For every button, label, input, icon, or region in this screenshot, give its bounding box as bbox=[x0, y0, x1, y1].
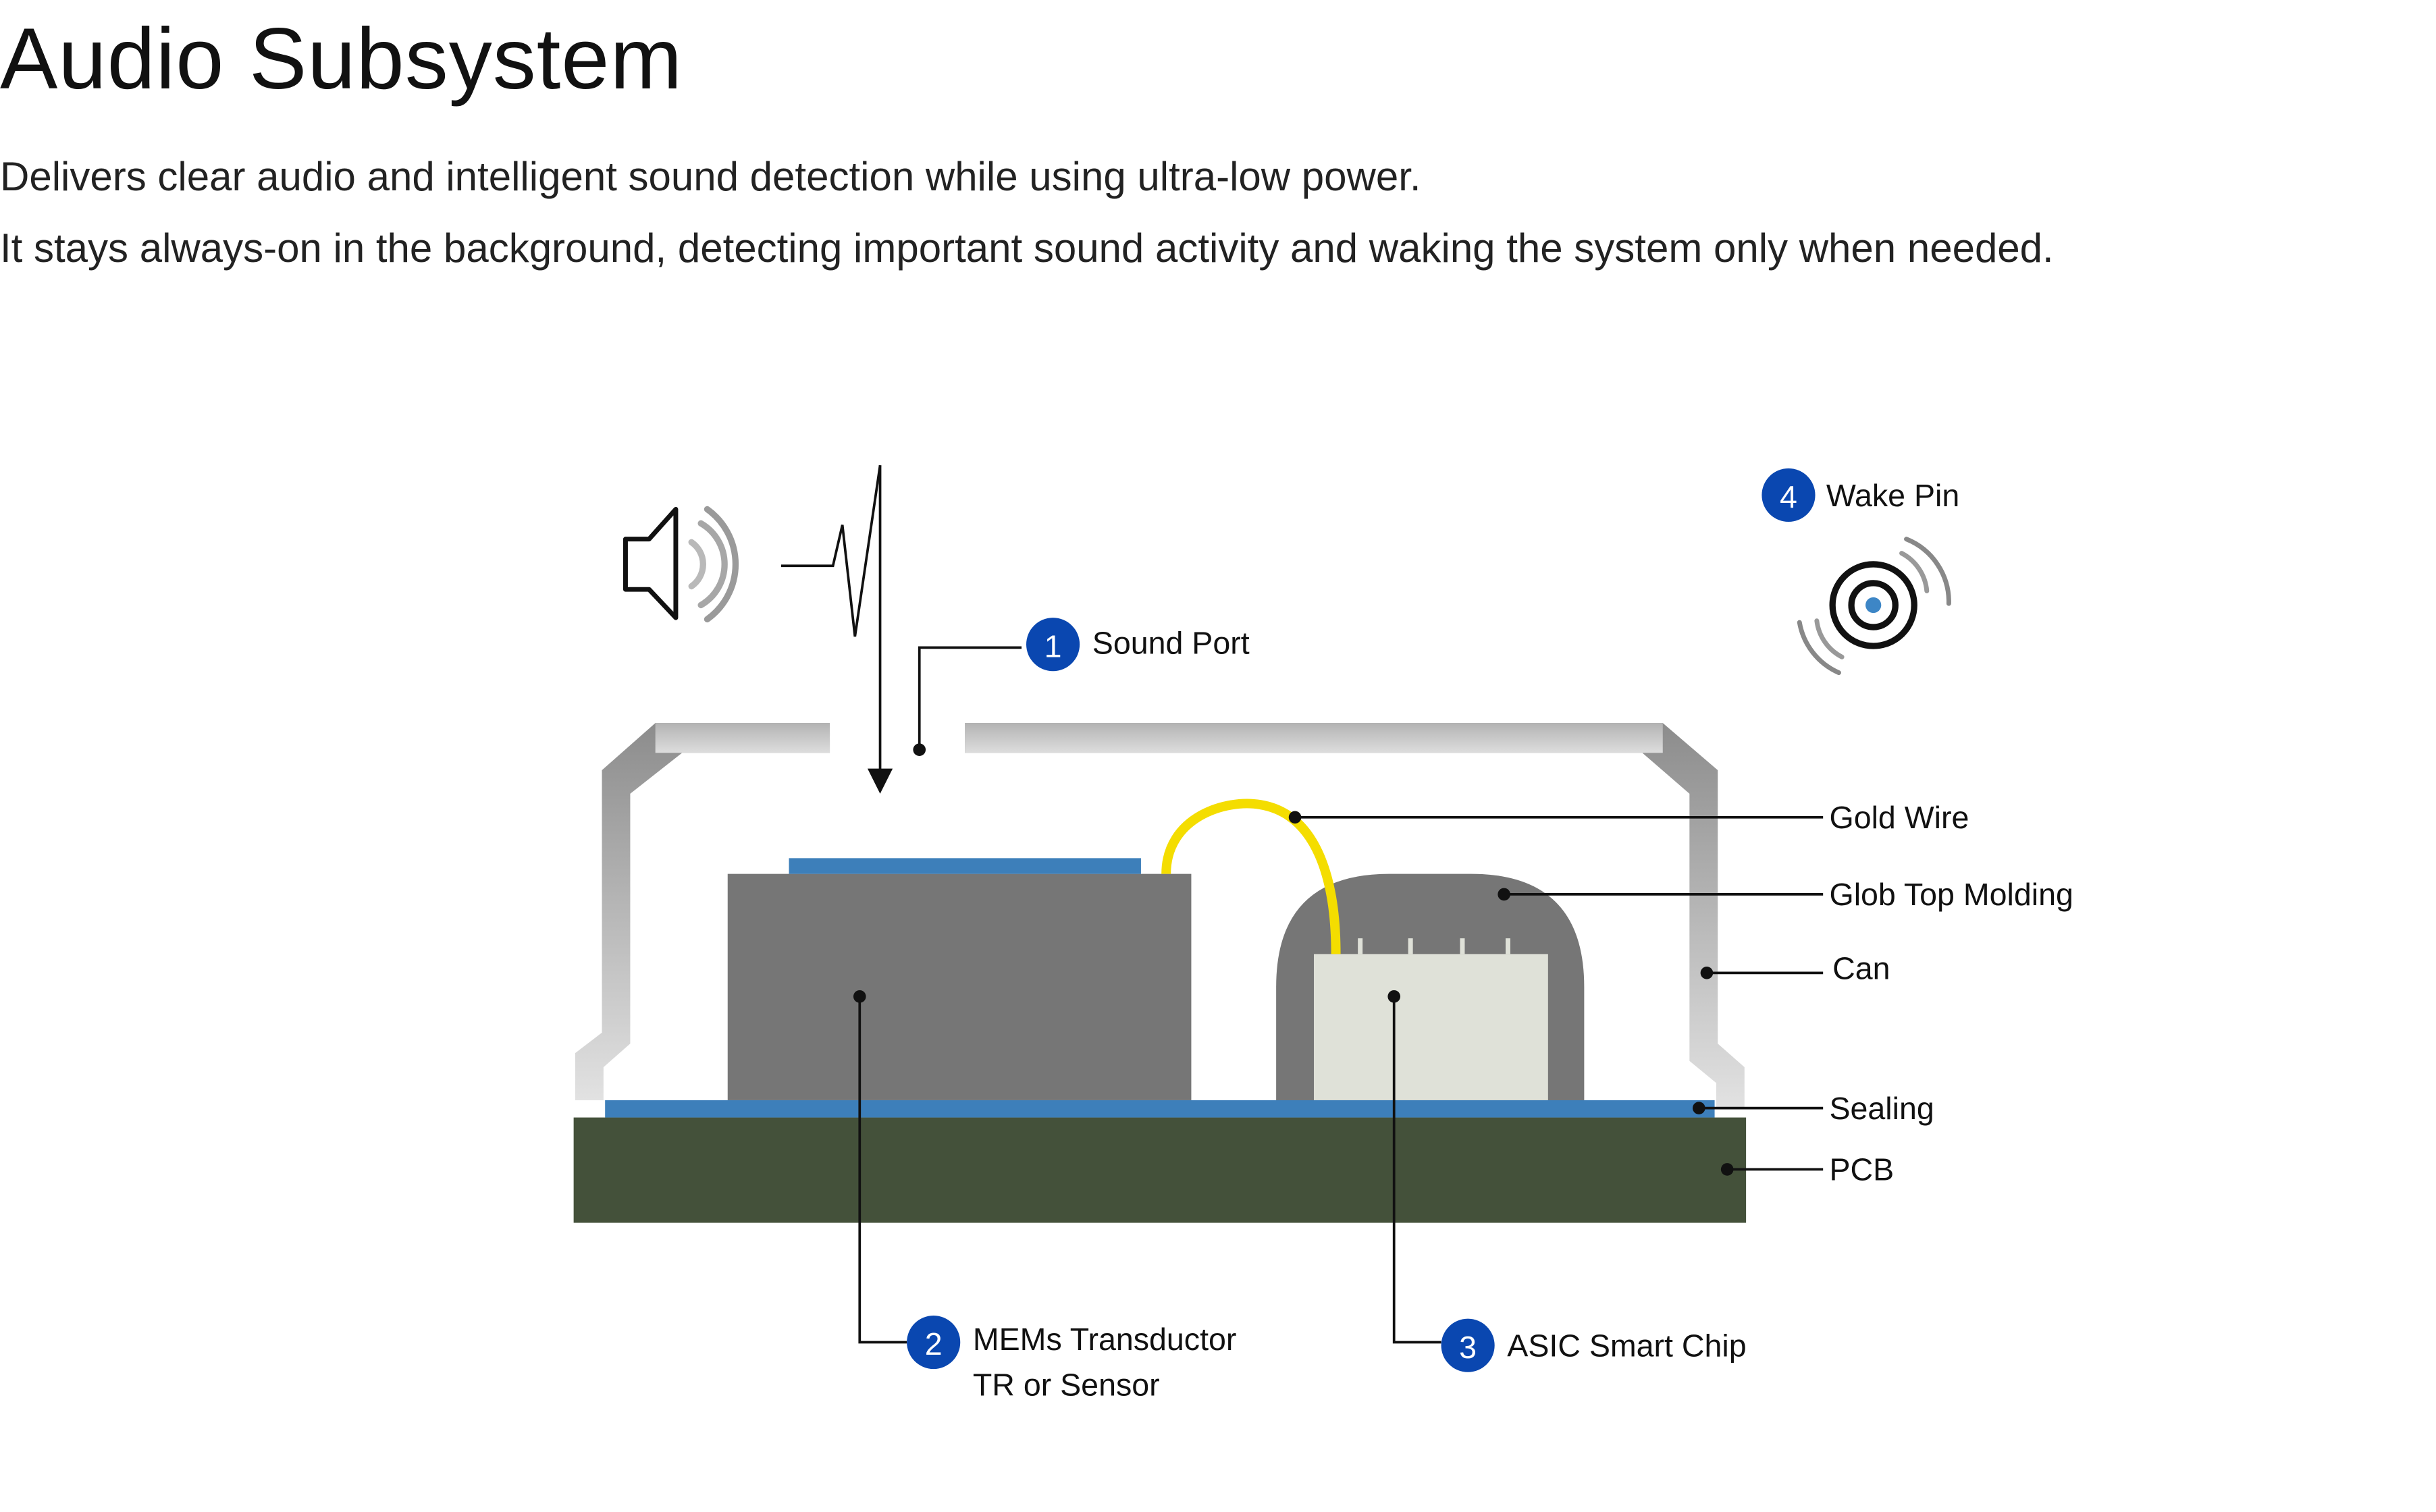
description-line-1: Delivers clear audio and intelligent sou… bbox=[0, 154, 1421, 199]
sound-wave-icon bbox=[780, 464, 893, 794]
speaker-icon bbox=[623, 506, 739, 623]
badge-3 bbox=[1441, 1318, 1495, 1372]
badge-4-number: 4 bbox=[1780, 479, 1797, 514]
label-asic: ASIC Smart Chip bbox=[1507, 1328, 1746, 1363]
label-sound-port: Sound Port bbox=[1092, 626, 1250, 661]
can-shell bbox=[575, 723, 1745, 1108]
label-mems-line-2: TR or Sensor bbox=[973, 1368, 1160, 1403]
sealing-layer bbox=[605, 1100, 1715, 1118]
callout-asic: 3 ASIC Smart Chip bbox=[1441, 1318, 1747, 1372]
gold-wire bbox=[1161, 799, 1341, 954]
mems-membrane bbox=[789, 858, 1141, 874]
mems-transducer-block bbox=[727, 873, 1192, 1100]
pcb-board bbox=[573, 1117, 1747, 1223]
page-title: Audio Subsystem bbox=[0, 11, 683, 107]
label-can: Can bbox=[1832, 951, 1890, 986]
callout-sound-port: 1 Sound Port bbox=[1026, 618, 1250, 672]
badge-2-number: 2 bbox=[925, 1326, 943, 1361]
leader-dots bbox=[853, 743, 1734, 1176]
description-line-2: It stays always-on in the background, de… bbox=[0, 225, 2054, 271]
wake-signal-icon bbox=[1797, 537, 1951, 676]
label-mems-line-1: MEMs Transductor bbox=[973, 1322, 1237, 1357]
callout-wake-pin: 4 Wake Pin bbox=[1762, 468, 1959, 522]
badge-1 bbox=[1026, 618, 1080, 672]
badge-2 bbox=[907, 1315, 961, 1370]
label-glob-top-molding: Glob Top Molding bbox=[1829, 877, 2073, 912]
label-wake-pin: Wake Pin bbox=[1826, 478, 1959, 513]
leader-lines bbox=[858, 646, 1824, 1344]
asic-chip bbox=[1313, 938, 1548, 1100]
callout-mems: 2 MEMs Transductor TR or Sensor bbox=[907, 1315, 1237, 1403]
label-gold-wire: Gold Wire bbox=[1829, 800, 1969, 835]
badge-1-number: 1 bbox=[1044, 628, 1062, 664]
badge-4 bbox=[1762, 468, 1816, 522]
badge-3-number: 3 bbox=[1459, 1330, 1477, 1365]
label-pcb: PCB bbox=[1829, 1152, 1894, 1187]
label-sealing: Sealing bbox=[1829, 1091, 1934, 1126]
